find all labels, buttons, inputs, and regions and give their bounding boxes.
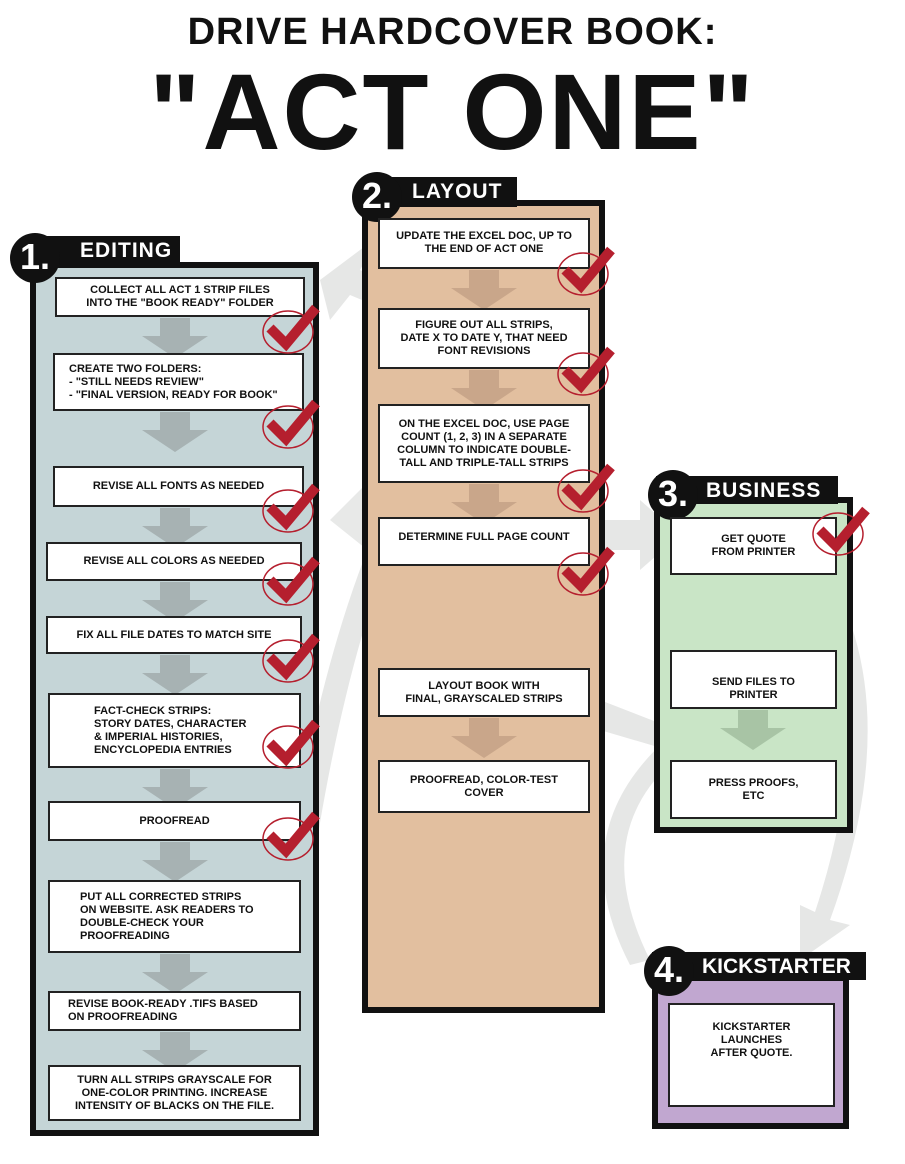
- layout-step-4: Determine full page count: [378, 517, 590, 566]
- checkmark-icon: [260, 550, 322, 612]
- checkmark-icon: [555, 340, 617, 402]
- editing-step-10: Turn all strips grayscale for one-color …: [48, 1065, 301, 1121]
- down-arrow-icon: [140, 318, 210, 358]
- down-arrow-icon: [449, 484, 519, 524]
- editing-step-9: Revise book-ready .tifs based on proofre…: [48, 991, 301, 1031]
- checkmark-icon: [555, 540, 617, 602]
- down-arrow-icon: [449, 270, 519, 310]
- layout-step-3: On the Excel doc, use page count (1, 2, …: [378, 404, 590, 483]
- editing-step-7: Proofread: [48, 801, 301, 841]
- editing-tab: EDITING: [30, 236, 180, 266]
- checkmark-icon: [260, 713, 322, 775]
- editing-step-2: Create two folders: - "Still needs revie…: [53, 353, 304, 411]
- business-label: BUSINESS: [706, 479, 822, 502]
- editing-step-4: Revise all colors as needed: [46, 542, 302, 581]
- down-arrow-icon: [140, 769, 210, 809]
- down-arrow-icon: [449, 370, 519, 410]
- business-step-3: Press proofs, etc: [670, 760, 837, 819]
- editing-step-6: Fact-check strips: story dates, characte…: [48, 693, 301, 768]
- down-arrow-icon: [140, 1032, 210, 1072]
- kickstarter-label: KICKSTARTER: [702, 955, 851, 978]
- editing-step-5: Fix all file dates to match site: [46, 616, 302, 654]
- checkmark-icon: [810, 500, 872, 562]
- down-arrow-icon: [140, 655, 210, 695]
- editing-step-1: Collect all Act 1 strip files into the "…: [55, 277, 305, 317]
- layout-step-1: Update the Excel doc, up to the end of A…: [378, 218, 590, 269]
- checkmark-icon: [260, 805, 322, 867]
- down-arrow-icon: [140, 508, 210, 548]
- page-subtitle: "ACT ONE": [149, 51, 756, 172]
- business-number: 3.: [648, 470, 698, 520]
- kickstarter-step-1: Kickstarter launches after quote.: [668, 1003, 835, 1107]
- down-arrow-icon: [140, 582, 210, 622]
- business-step-1: Get quote from printer: [670, 517, 837, 575]
- kickstarter-number: 4.: [644, 946, 694, 996]
- down-arrow-icon: [718, 710, 788, 750]
- checkmark-icon: [260, 298, 322, 360]
- layout-step-5: Layout book with final, grayscaled strip…: [378, 668, 590, 717]
- editing-number: 1.: [10, 233, 60, 283]
- checkmark-icon: [260, 627, 322, 689]
- page-title: DRIVE HARDCOVER BOOK:: [187, 11, 718, 53]
- checkmark-icon: [260, 477, 322, 539]
- down-arrow-icon: [140, 954, 210, 994]
- layout-number: 2.: [352, 172, 402, 222]
- down-arrow-icon: [140, 842, 210, 882]
- down-arrow-icon: [140, 412, 210, 452]
- down-arrow-icon: [449, 718, 519, 758]
- layout-label: LAYOUT: [412, 180, 503, 203]
- checkmark-icon: [555, 240, 617, 302]
- layout-step-2: Figure out all strips, date X to date Y,…: [378, 308, 590, 369]
- checkmark-icon: [260, 393, 322, 455]
- checkmark-icon: [555, 457, 617, 519]
- layout-step-6: Proofread, color-test cover: [378, 760, 590, 813]
- editing-step-8: Put all corrected strips on website. Ask…: [48, 880, 301, 953]
- editing-label: EDITING: [80, 239, 173, 262]
- business-step-2: Send files to printer: [670, 650, 837, 709]
- editing-step-3: Revise all fonts as needed: [53, 466, 304, 507]
